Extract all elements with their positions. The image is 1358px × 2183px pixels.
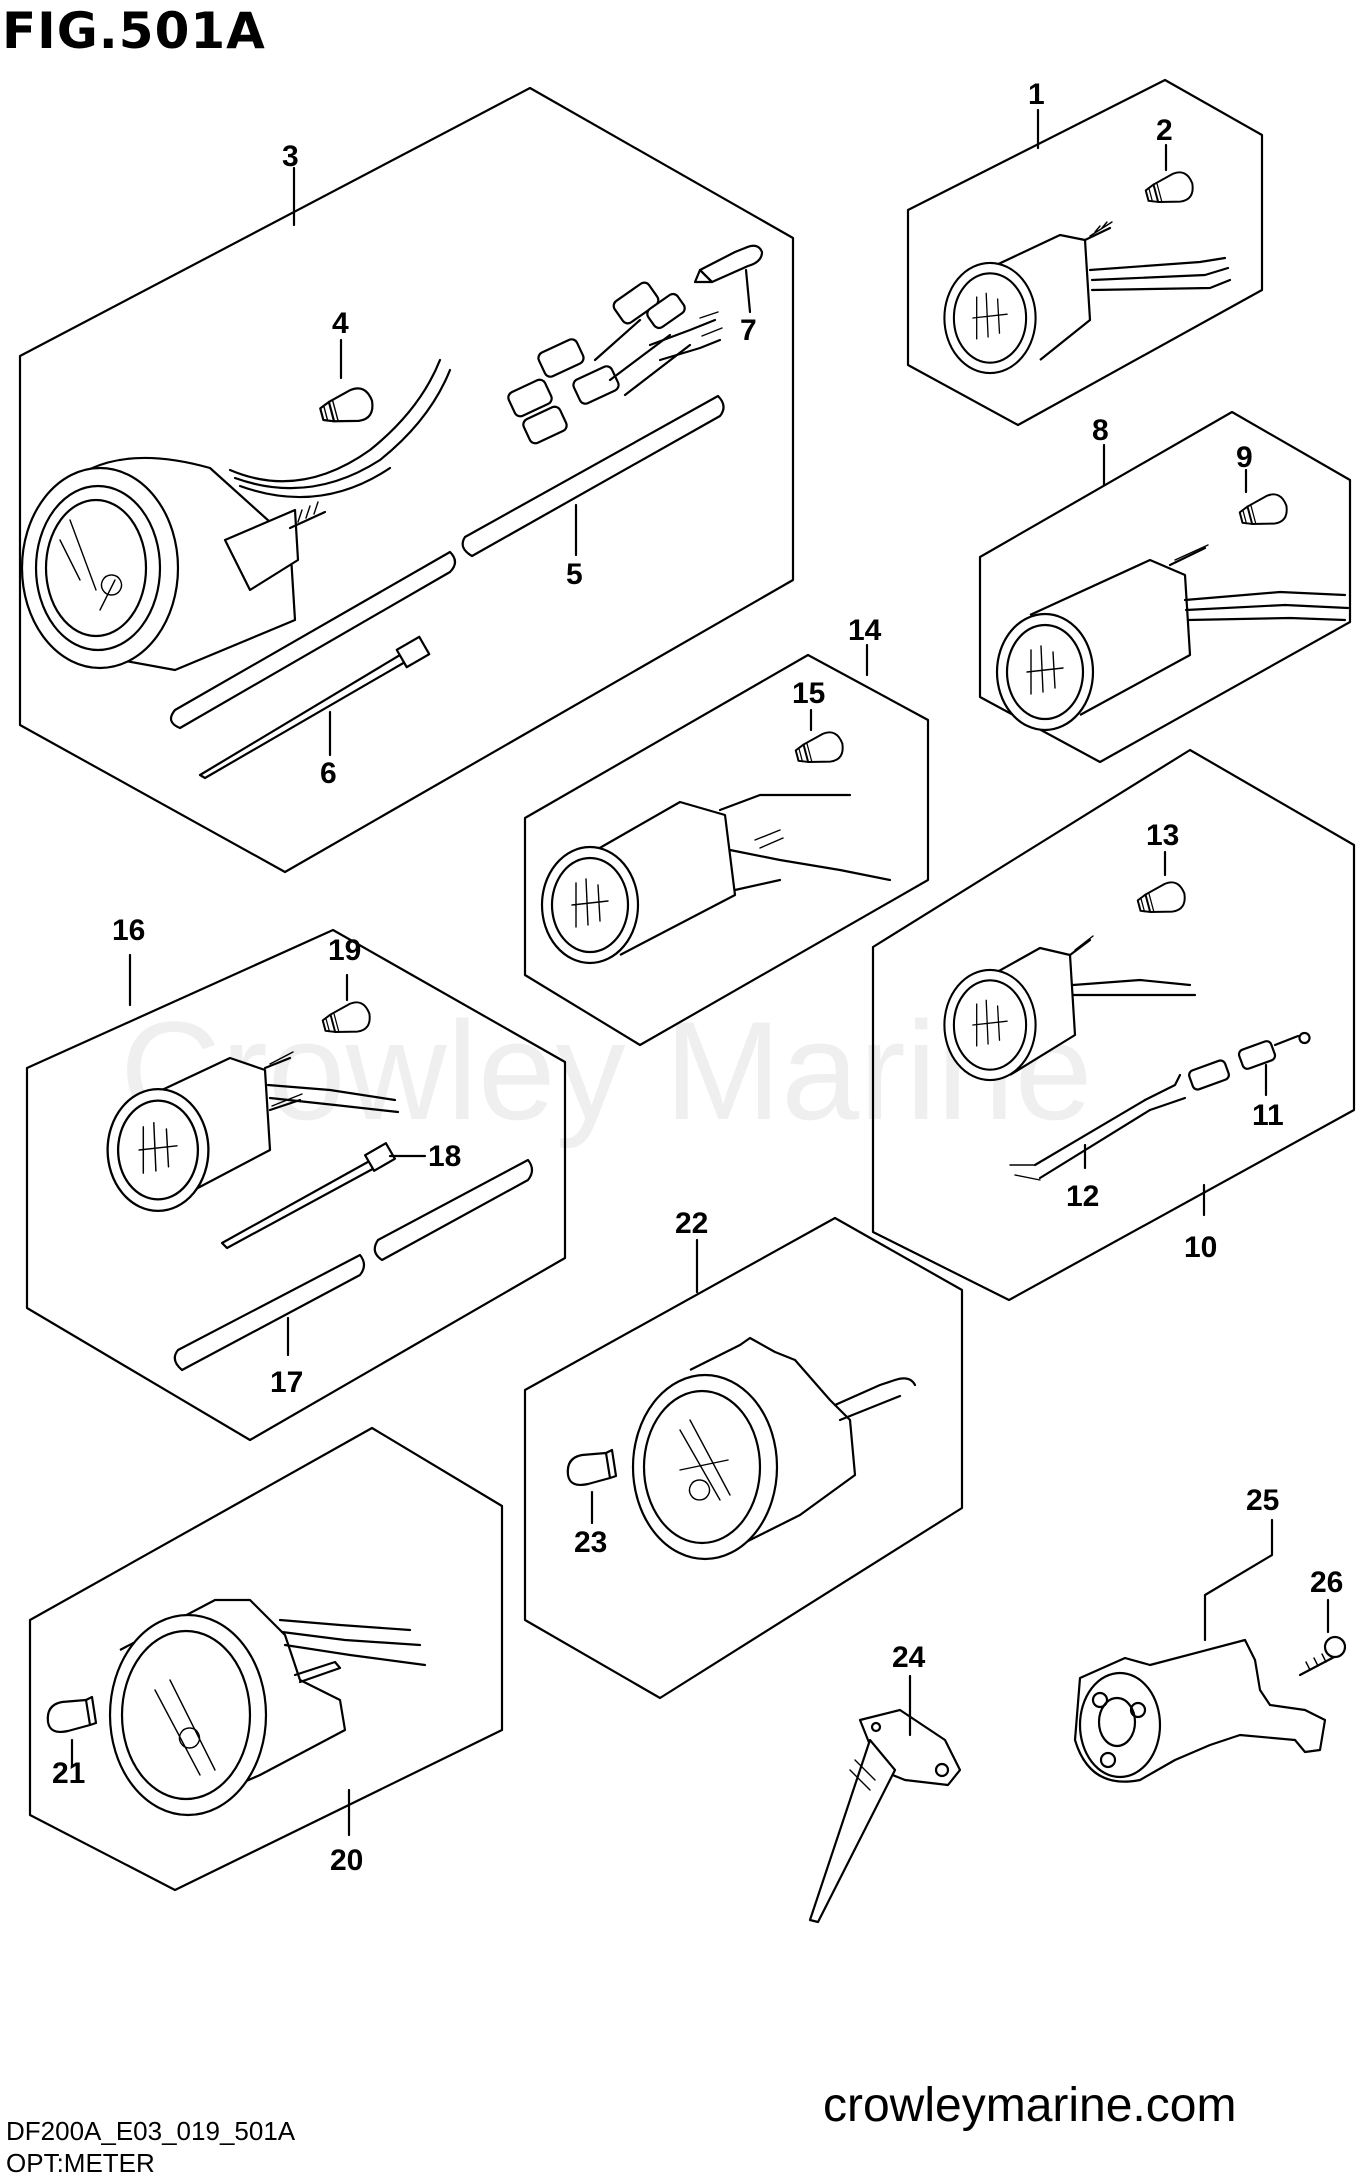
- trim-meter-bulb: [1236, 490, 1292, 533]
- tachometer-gauge: [943, 221, 1232, 375]
- callout-20: 20: [330, 1844, 363, 1877]
- callout-6: 6: [320, 757, 337, 790]
- water-pressure-bulb: [1134, 878, 1190, 921]
- panel-speedometer: 16 19 18 17: [25, 914, 567, 1442]
- sensor-bracket: [1073, 1638, 1327, 1783]
- speedometer-tube: [173, 1158, 534, 1372]
- callout-4: 4: [332, 307, 349, 340]
- meter-kit-cable-tie: [198, 635, 431, 780]
- speedometer-cable-tie: [220, 1142, 396, 1250]
- panel-meter-kit: 3 4: [18, 86, 795, 874]
- large-meter-bulb: [46, 1695, 98, 1734]
- callout-1: 1: [1028, 78, 1045, 111]
- callout-22: 22: [675, 1207, 708, 1240]
- meter-kit-tube: [169, 394, 725, 730]
- drawing-code: DF200A_E03_019_501A: [6, 2116, 296, 2146]
- callout-5: 5: [566, 558, 583, 591]
- multi-meter-bulb: [566, 1448, 618, 1487]
- water-pressure-wire: [1009, 1031, 1311, 1181]
- callout-25: 25: [1246, 1484, 1279, 1517]
- callout-11: 11: [1252, 1099, 1284, 1132]
- pitot-tube: [808, 1708, 962, 1924]
- tachometer-bulb: [1142, 168, 1198, 211]
- speedometer-gauge: [106, 1051, 400, 1213]
- callout-13: 13: [1146, 819, 1179, 852]
- panel-tachometer: 1 2: [906, 78, 1264, 427]
- drawing-subtitle: OPT:METER: [6, 2148, 155, 2178]
- bracket-screw: [1298, 1635, 1347, 1677]
- callout-24: 24: [892, 1641, 926, 1674]
- fuel-meter-bulb: [792, 728, 848, 771]
- meter-kit-gauge: [20, 358, 452, 672]
- meter-kit-harness: [507, 281, 723, 445]
- panel-large-meter: 20 21: [28, 1426, 504, 1892]
- panel-multi-meter: 22 23: [523, 1207, 964, 1700]
- callout-10: 10: [1184, 1231, 1217, 1264]
- callout-16: 16: [112, 914, 145, 947]
- large-meter-gauge: [108, 1598, 427, 1817]
- callout-15: 15: [792, 677, 825, 710]
- callout-3: 3: [282, 140, 299, 173]
- callout-26: 26: [1310, 1566, 1343, 1599]
- panel-fuel-meter: 14 15: [523, 614, 930, 1047]
- callout-19: 19: [328, 934, 361, 967]
- callout-14: 14: [848, 614, 882, 647]
- callout-21: 21: [52, 1757, 85, 1790]
- callout-8: 8: [1092, 414, 1109, 447]
- callout-2: 2: [1156, 114, 1173, 147]
- callout-23: 23: [574, 1526, 607, 1559]
- panel-water-pressure: 10 13 11 12: [871, 748, 1356, 1302]
- callout-17: 17: [270, 1366, 303, 1399]
- watermark: Crowley Marine: [120, 992, 1093, 1149]
- panel-trim-meter: 8 9: [978, 410, 1352, 764]
- water-pressure-gauge: [943, 935, 1197, 1082]
- website-label: crowleymarine.com: [823, 2079, 1237, 2132]
- meter-kit-bulb: [316, 384, 378, 431]
- callout-7: 7: [740, 314, 757, 347]
- callout-18: 18: [428, 1140, 461, 1173]
- multi-meter-gauge: [631, 1336, 917, 1561]
- speedometer-bulb: [319, 998, 375, 1041]
- fuel-meter-gauge: [540, 793, 892, 965]
- callout-12: 12: [1066, 1180, 1099, 1213]
- figure-title: FIG.501A: [2, 2, 266, 60]
- callout-9: 9: [1236, 441, 1253, 474]
- trim-meter-gauge: [995, 544, 1350, 732]
- meter-kit-terminal: [693, 244, 764, 284]
